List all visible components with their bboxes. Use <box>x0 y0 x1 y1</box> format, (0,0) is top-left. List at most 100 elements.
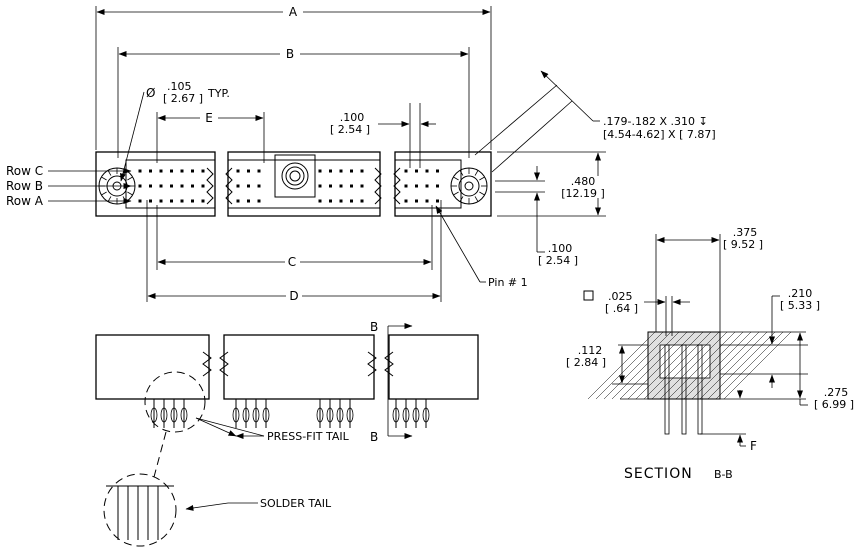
dimension-d: D <box>146 200 442 303</box>
pin-square-mm: [ .64 ] <box>605 302 638 315</box>
pin-hole <box>191 169 194 173</box>
pin-hole <box>350 184 353 188</box>
pin-hole <box>436 199 439 203</box>
dim-f-label: F <box>750 439 757 453</box>
hole-tick <box>459 196 464 202</box>
pin-hole <box>257 184 261 188</box>
pin-hole <box>201 169 205 173</box>
dimension-c: C <box>156 205 433 270</box>
hatch-line <box>651 331 720 400</box>
hole-tick <box>453 191 459 196</box>
hole-tick <box>127 191 133 196</box>
countersink-line-2: [4.54-4.62] X [ 7.87] <box>603 128 716 141</box>
dimension-e: E <box>156 111 265 163</box>
hole-tick <box>474 196 479 202</box>
pin-hole <box>138 169 142 173</box>
pin-hole <box>236 199 240 203</box>
section-h112-mm: [ 2.84 ] <box>566 356 606 369</box>
hatch-line <box>595 331 664 400</box>
press-fit-eye <box>392 407 400 423</box>
pin-hole <box>159 199 163 203</box>
row-a-label: Row A <box>6 194 44 208</box>
pin-hole <box>180 169 184 173</box>
hole-tick <box>127 176 133 181</box>
press-fit-eye <box>326 407 334 423</box>
pin-hole <box>425 169 429 173</box>
row-c-label: Row C <box>6 164 43 178</box>
hole-tick <box>474 170 479 176</box>
hole-tick <box>101 176 107 181</box>
hole-tick <box>122 196 127 202</box>
hole-dia-mm: [ 2.67 ] <box>163 92 203 105</box>
pin-hole <box>360 199 364 203</box>
dimension-b: B <box>117 47 470 158</box>
countersink-callout: .179-.182 X .310 ↧ [4.54-4.62] X [ 7.87] <box>474 70 716 173</box>
section-pin <box>664 344 670 435</box>
pin-hole <box>415 184 418 188</box>
pin-hole <box>404 169 408 173</box>
section-h275-in: .275 <box>824 386 849 399</box>
hatch-line <box>667 331 736 400</box>
row-pitch-mm: [ 2.54 ] <box>538 254 578 267</box>
hatch-line <box>619 331 688 400</box>
hatch-line <box>627 331 696 400</box>
press-fit-detail-circle <box>144 371 206 433</box>
section-title: SECTION <box>624 466 693 482</box>
pin-1-callout: Pin # 1 <box>435 205 528 289</box>
hole-typ-note: TYP. <box>207 87 230 100</box>
row-pitch-dimension: .100 [ 2.54 ] <box>495 166 578 267</box>
pin-hole <box>360 184 364 188</box>
press-fit-eye <box>242 407 250 423</box>
press-fit-eye <box>160 407 168 423</box>
pin-hole <box>138 184 142 188</box>
dim-e-label: E <box>205 111 213 125</box>
pin-hole <box>339 184 343 188</box>
height-mm: [12.19 ] <box>561 187 605 200</box>
pin-hole <box>404 199 408 203</box>
pin-hole <box>425 199 429 203</box>
row-labels: Row C Row B Row A <box>6 164 132 208</box>
hole-tick <box>122 170 127 176</box>
pitch-in: .100 <box>340 111 365 124</box>
pin-hole <box>436 184 439 188</box>
diameter-symbol: Ø <box>146 86 155 100</box>
height-in: .480 <box>571 175 596 188</box>
countersink-line-1: .179-.182 X .310 ↧ <box>603 115 708 128</box>
pin-hole <box>339 169 343 173</box>
pin-hole <box>329 184 332 188</box>
pin-square-in: .025 <box>608 290 633 303</box>
press-fit-eye <box>232 407 240 423</box>
pin-hole <box>180 184 184 188</box>
section-width-mm: [ 9.52 ] <box>723 238 763 251</box>
solder-tail-label: SOLDER TAIL <box>260 497 332 510</box>
section-marker-top: B <box>370 320 378 334</box>
pin-hole <box>191 184 194 188</box>
pin-hole <box>425 184 429 188</box>
pin-hole <box>415 199 418 203</box>
pin-hole <box>149 169 152 173</box>
hatch-line <box>683 331 752 400</box>
dimension-a: A <box>95 5 492 150</box>
hole-tick <box>101 191 107 196</box>
pin-hole <box>149 199 152 203</box>
hatch-line <box>699 331 768 400</box>
pin-hole <box>436 169 439 173</box>
hatch-line <box>635 331 704 400</box>
section-h112-in: .112 <box>578 344 603 357</box>
pitch-callout: .100 [ 2.54 ] <box>330 103 436 168</box>
pin-hole <box>360 169 364 173</box>
press-fit-eye <box>316 407 324 423</box>
hatch-line <box>691 331 760 400</box>
pin-hole <box>170 199 173 203</box>
connector-top-body <box>95 151 492 217</box>
pin-hole <box>257 199 261 203</box>
pin-hole <box>149 184 152 188</box>
hatch-line <box>715 331 784 400</box>
pin-hole <box>350 169 353 173</box>
section-h210-mm: [ 5.33 ] <box>780 299 820 312</box>
hole-tick <box>479 191 485 196</box>
press-fit-eye <box>150 407 158 423</box>
section-h275-mm: [ 6.99 ] <box>814 398 854 411</box>
pin-hole <box>201 184 205 188</box>
pin-hole <box>180 199 184 203</box>
